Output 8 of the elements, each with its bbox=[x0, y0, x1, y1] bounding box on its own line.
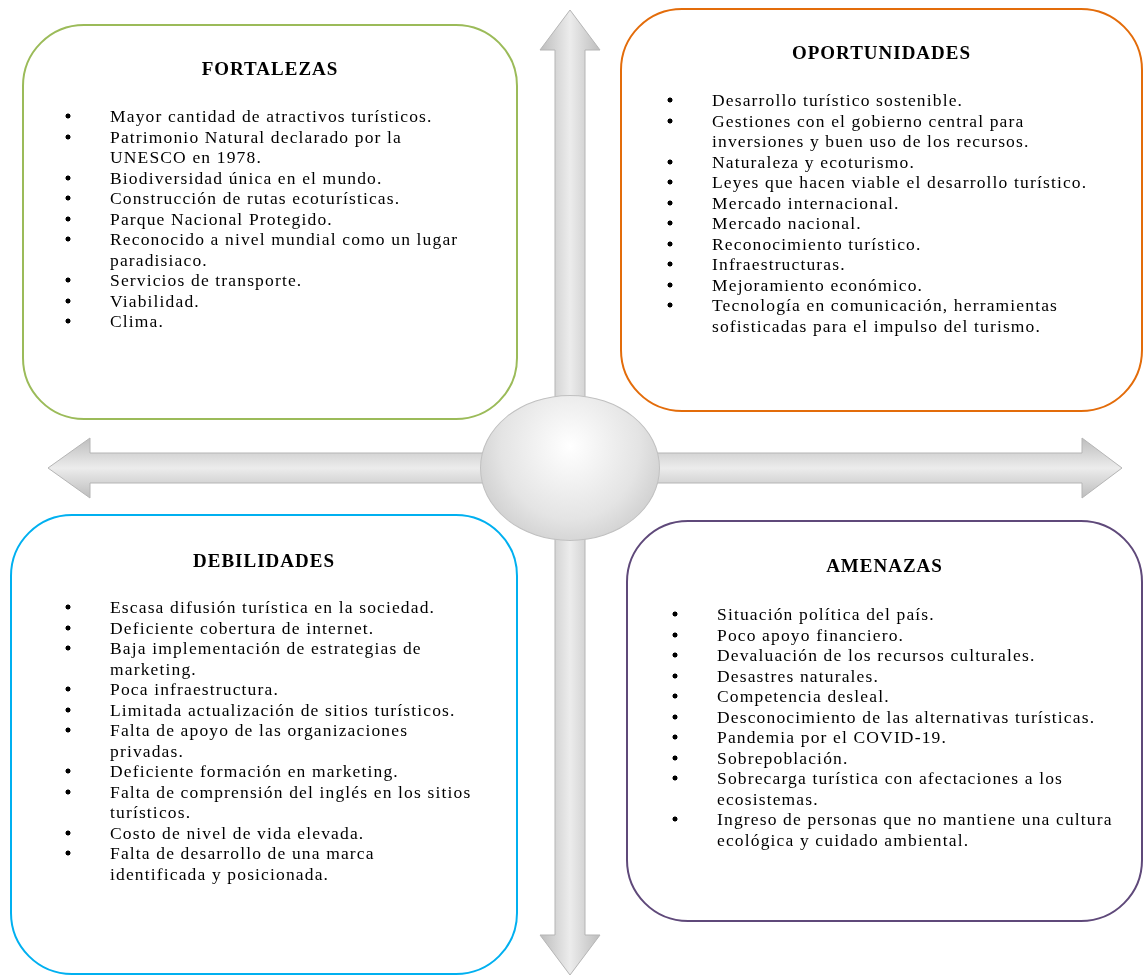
box-heading: OPORTUNIDADES bbox=[791, 42, 972, 64]
box-heading: FORTALEZAS bbox=[201, 58, 339, 80]
quadrant-box bbox=[22, 24, 518, 420]
box-heading: DEBILIDADES bbox=[193, 550, 335, 572]
quadrant-box bbox=[10, 514, 518, 975]
box-heading: AMENAZAS bbox=[826, 555, 943, 577]
quadrant-box bbox=[620, 8, 1143, 412]
quadrant-box bbox=[626, 520, 1143, 922]
